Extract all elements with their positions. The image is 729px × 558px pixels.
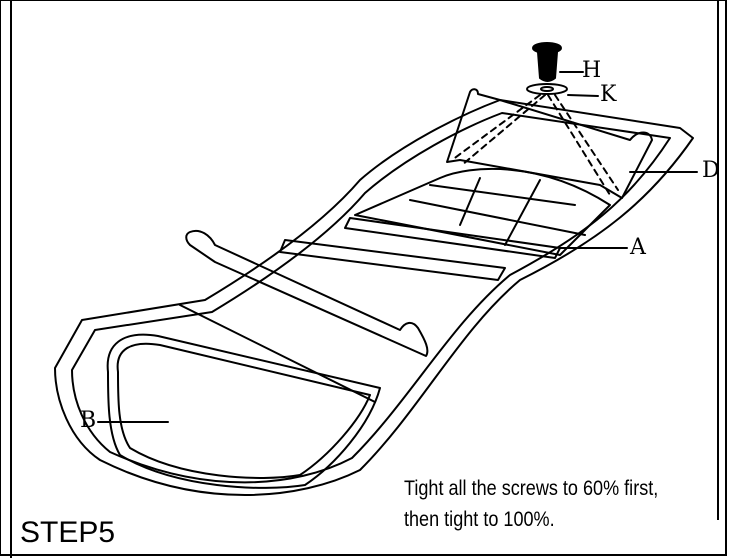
label-h: H [582,58,602,83]
fastener-guide-lines [451,94,619,196]
instruction-note: Tight all the screws to 60% first, then … [404,473,658,535]
washer-k [526,83,568,95]
seat-panel [116,342,371,479]
frame-outer-outline [54,99,694,496]
seat-panel-inner [106,333,381,489]
label-d: D [702,158,720,183]
cap-nut-h [532,42,562,82]
label-a: A [630,235,646,260]
leader-k [567,94,599,97]
front-arm [185,229,429,357]
instruction-line-1: Tight all the screws to 60% first, [404,477,659,500]
slat-line-3 [504,179,541,246]
left-border-rail [10,0,12,558]
cross-rod [179,304,376,403]
slat-line-2 [459,177,481,226]
back-arm [446,88,653,199]
cross-bar-1 [279,239,506,281]
step-label: STEP5 [20,516,116,549]
label-b: B [80,408,97,433]
slat-line-4 [429,184,576,206]
slat-line-1 [409,199,586,236]
instruction-line-2: then tight to 100%. [404,508,555,531]
backrest-panel [354,168,611,256]
label-k: K [600,82,617,107]
right-border-rail [717,0,719,520]
washer-k-hole [540,86,554,92]
cross-bar-2 [344,217,561,259]
frame-inner-outline [71,112,671,484]
